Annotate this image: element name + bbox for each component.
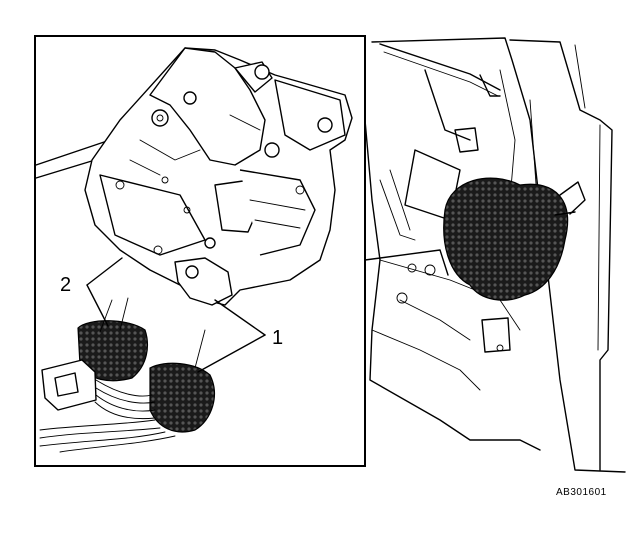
figure-reference-code: AB301601 <box>556 487 607 498</box>
door-lock-assembly <box>35 47 353 306</box>
callout-leaders <box>86 257 266 373</box>
callout-1: 1 <box>272 327 283 349</box>
wiring-harness <box>39 297 215 453</box>
door-interior-scene <box>364 37 626 473</box>
callout-2: 2 <box>60 274 71 296</box>
